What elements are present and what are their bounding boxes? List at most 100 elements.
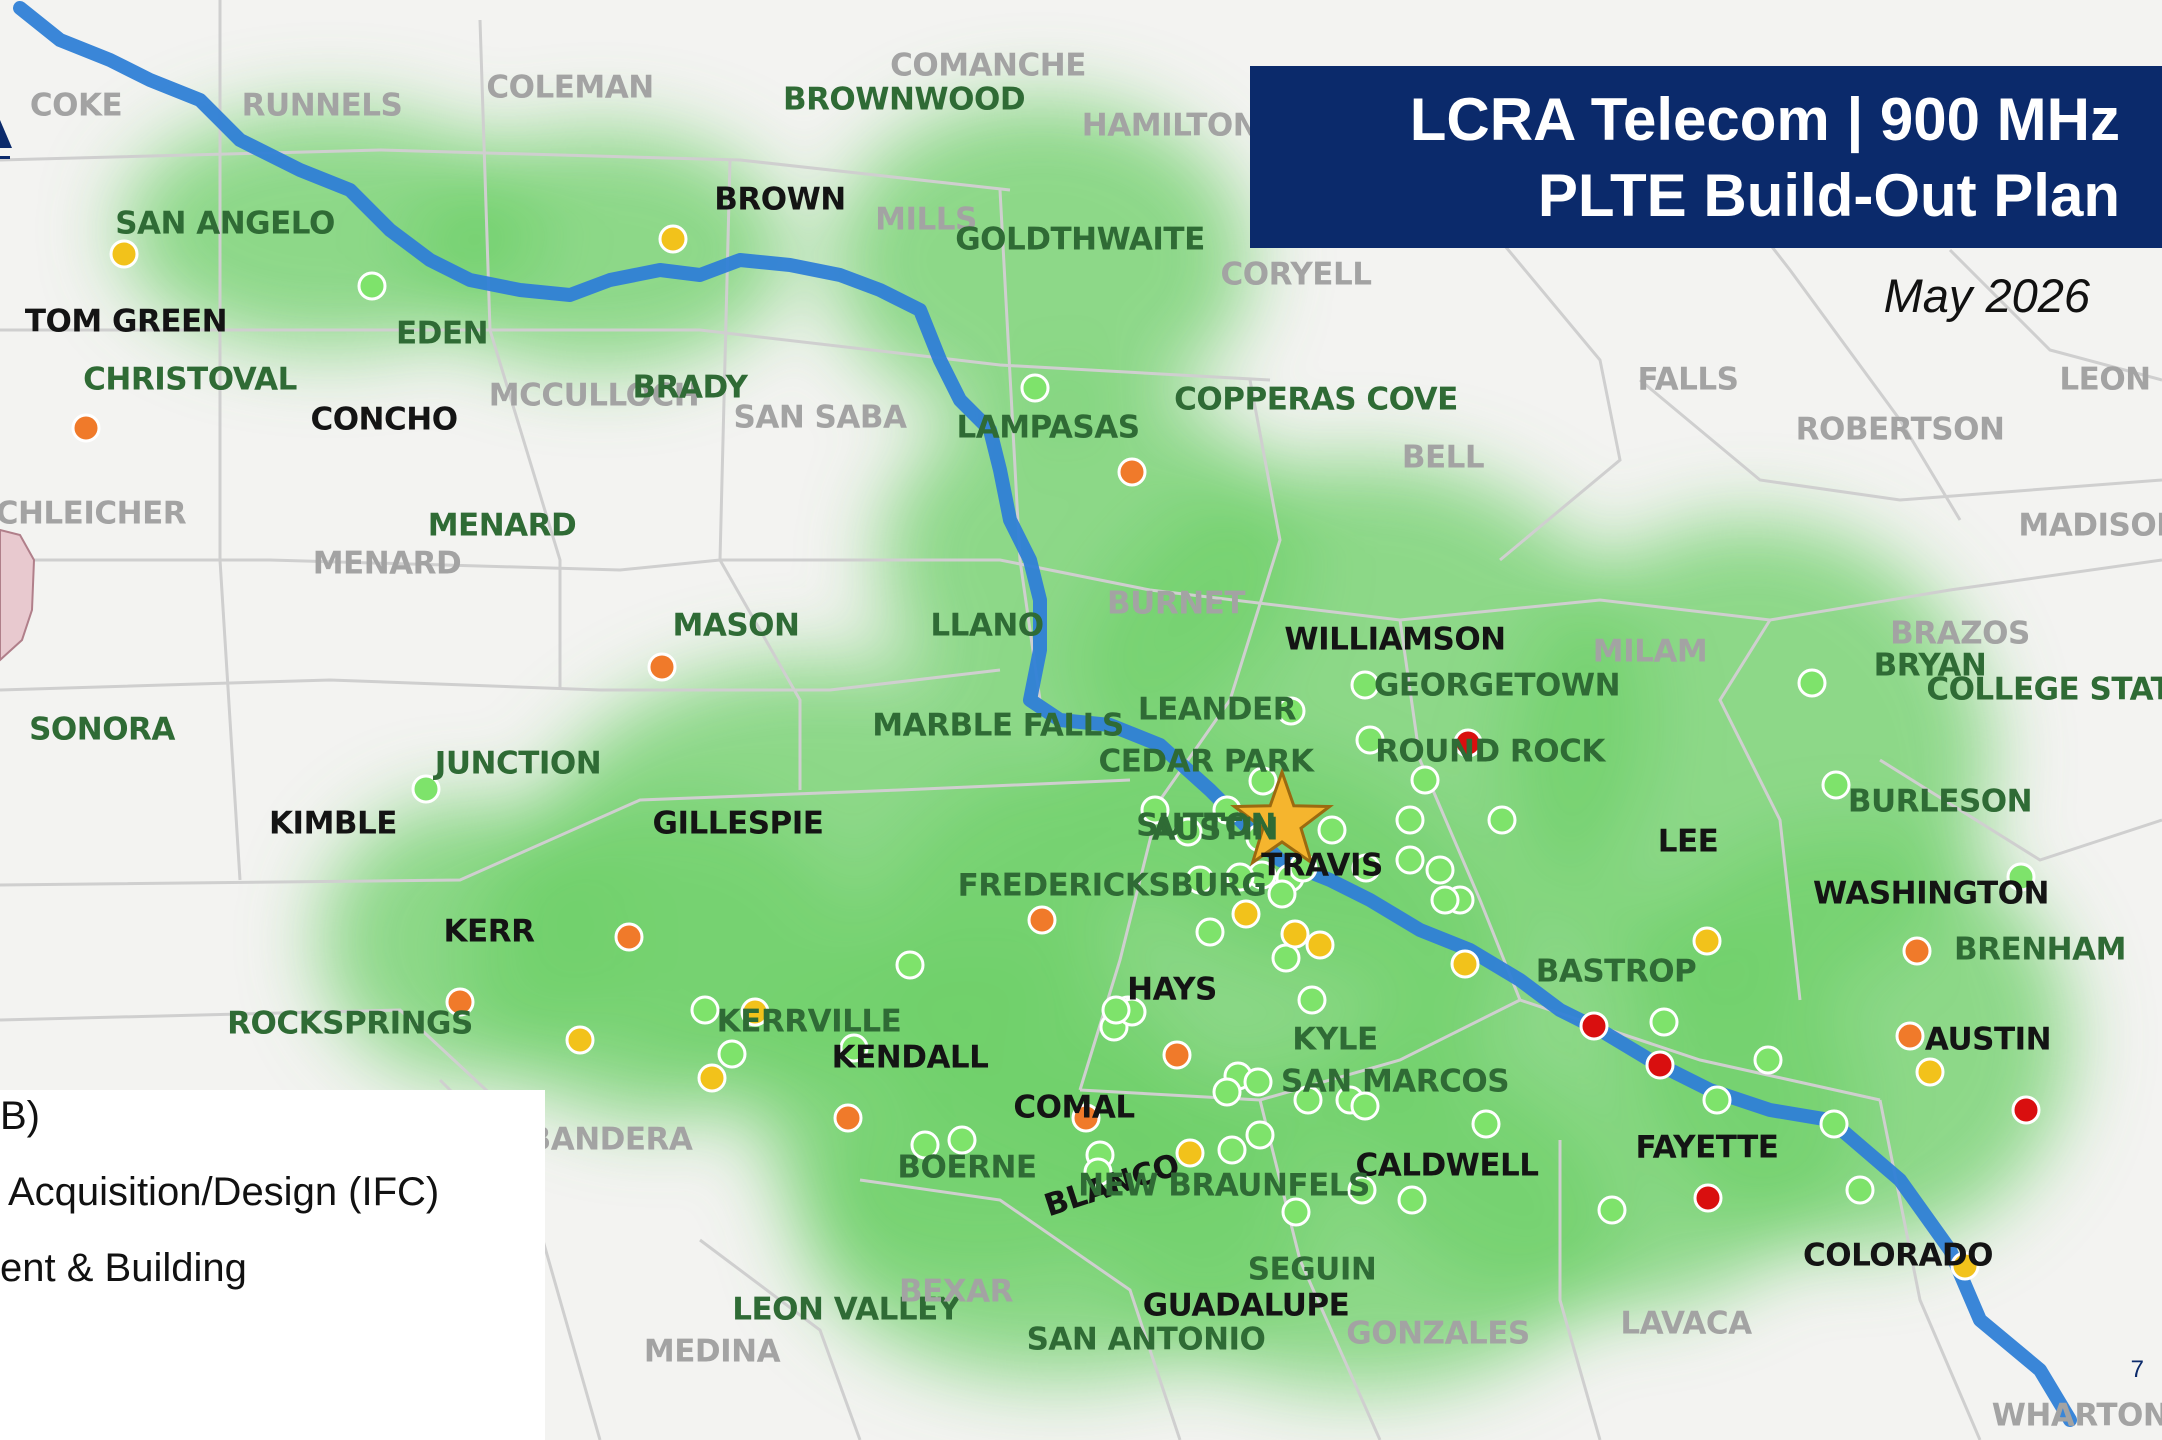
county-boundary (1258, 1099, 1382, 1440)
map-label: MASON (672, 607, 800, 644)
coverage-area (120, 100, 2070, 1390)
map-label: KENDALL (831, 1039, 989, 1076)
site-marker-green (717, 1039, 747, 1069)
map-label: GILLESPIE (652, 805, 824, 842)
site-marker-red (1453, 728, 1483, 758)
map-label: HAYS (1127, 971, 1217, 1008)
title-line-1: LCRA Telecom | 900 MHz (1409, 86, 2120, 153)
site-marker-yellow (1950, 1251, 1980, 1281)
site-marker-green (1140, 795, 1170, 825)
map-label: KIMBLE (269, 805, 397, 842)
site-marker-orange (833, 1103, 863, 1133)
title-line-2: PLTE Build-Out Plan (1537, 162, 2120, 229)
site-marker-green (1212, 1077, 1242, 1107)
legend-panel: B) Acquisition/Design (IFC) ent & Buildi… (0, 1090, 545, 1440)
site-marker-yellow (1280, 919, 1310, 949)
map-label: MENARD (427, 507, 577, 544)
map-label: HAMILTON (1081, 107, 1259, 144)
site-marker-orange (1027, 905, 1057, 935)
site-marker-green (1597, 1195, 1627, 1225)
map-label: LAVACA (1620, 1305, 1752, 1342)
site-marker-red (1645, 1050, 1675, 1080)
site-marker-green (1471, 1109, 1501, 1139)
map-label: COPPERAS COVE (1174, 381, 1458, 418)
map-label: GONZALES (1346, 1315, 1530, 1352)
map-label: WILLIAMSON (1284, 621, 1506, 658)
map-label: MCCULLOCH (488, 377, 700, 414)
map-label: GEORGETOWN (1373, 667, 1621, 704)
map-label: MILLS (875, 201, 977, 238)
map-label: SEGUIN (1247, 1251, 1377, 1288)
site-marker-green (1276, 696, 1306, 726)
map-label: WHARTON (1991, 1397, 2162, 1434)
map-label: BRADY (632, 369, 748, 406)
site-marker-green (1293, 1085, 1323, 1115)
legend-item-1: B) (0, 1094, 40, 1138)
map-label: LLANO (930, 607, 1044, 644)
map-label: BRAZOS (1890, 615, 2030, 652)
map-label: LEANDER (1137, 691, 1297, 728)
map-label: GOLDTHWAITE (955, 221, 1205, 258)
texas-inset-shape (0, 528, 36, 662)
map-label: KERRVILLE (716, 1003, 902, 1040)
site-marker-green (1819, 1109, 1849, 1139)
map-label: KERR (443, 913, 535, 950)
site-marker-yellow (740, 997, 770, 1027)
map-label: BASTROP (1535, 953, 1697, 990)
site-marker-yellow (1692, 926, 1722, 956)
map-label: LEON (2059, 361, 2151, 398)
site-marker-green (1425, 855, 1455, 885)
headquarters-star-icon (1230, 767, 1334, 867)
map-label: MENARD (312, 545, 462, 582)
map-label: KYLE (1292, 1021, 1378, 1058)
map-label: FREDERICKSBURG (957, 867, 1267, 904)
map-label: BURLESON (1847, 783, 2033, 820)
county-boundary (1078, 379, 1282, 1091)
county-boundary (0, 668, 1001, 692)
map-label: SAN MARCOS (1280, 1063, 1510, 1100)
county-boundary (0, 328, 1271, 382)
map-label: CORYELL (1220, 256, 1372, 293)
site-marker-green (839, 1033, 869, 1063)
county-boundary (0, 778, 1131, 887)
map-label: CALDWELL (1355, 1147, 1539, 1184)
site-marker-green (1355, 725, 1385, 755)
map-label: FALLS (1637, 361, 1739, 398)
site-marker-green (1020, 373, 1050, 403)
map-label: WASHINGTON (1813, 875, 2049, 912)
site-marker-green (1225, 862, 1255, 892)
map-label: SUTTON (1136, 807, 1276, 844)
site-marker-yellow (1175, 1138, 1205, 1168)
site-marker-green (1101, 995, 1131, 1025)
site-marker-green (1753, 1045, 1783, 1075)
site-marker-green (947, 1125, 977, 1155)
site-marker-green (1395, 805, 1425, 835)
map-label: AUSTIN (1924, 1021, 2052, 1058)
site-markers (71, 224, 2041, 1281)
site-marker-yellow (565, 1025, 595, 1055)
county-boundary (1079, 998, 1521, 1102)
coverage-blob (760, 940, 1200, 1280)
site-marker-green (1702, 1085, 1732, 1115)
site-marker-yellow (658, 224, 688, 254)
map-label: COLLEGE STATION (1926, 671, 2162, 708)
site-marker-green (1083, 1157, 1113, 1187)
site-marker-red (1693, 1183, 1723, 1213)
site-marker-green (2006, 862, 2036, 892)
lcra-logo-icon (0, 120, 14, 168)
county-boundary (699, 1238, 862, 1440)
site-marker-green (895, 950, 925, 980)
site-marker-orange (445, 987, 475, 1017)
map-label: BRYAN (1873, 647, 1987, 684)
map-label: SAN ANTONIO (1026, 1321, 1266, 1358)
site-marker-green (1430, 885, 1460, 915)
map-label: MARBLE FALLS (872, 707, 1124, 744)
map-label: MILAM (1592, 633, 1708, 670)
site-marker-green (1185, 865, 1215, 895)
site-marker-orange (1162, 1040, 1192, 1070)
map-label: MADISON (2018, 507, 2162, 544)
county-boundary (1498, 239, 1622, 562)
map-label: MEDINA (643, 1333, 781, 1370)
site-marker-green (1173, 817, 1203, 847)
map-label: BURNET (1107, 585, 1245, 622)
